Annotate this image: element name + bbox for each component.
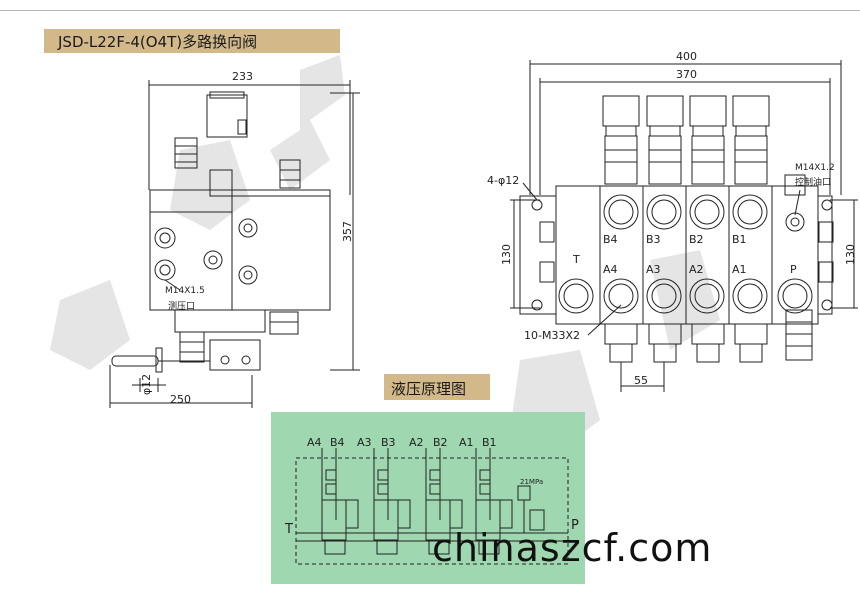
schem-label-b2: B2 bbox=[433, 436, 448, 449]
control-port-thread: M14X1.2 bbox=[795, 163, 835, 173]
gauge-port-thread: M14X1.5 bbox=[165, 286, 205, 296]
dim-left-height: 130 bbox=[500, 244, 513, 265]
watermark-text: chinaszcf.com bbox=[432, 526, 713, 570]
dim-inner-width: 370 bbox=[676, 68, 697, 81]
schem-label-a1: A1 bbox=[459, 436, 474, 449]
control-port-label: 控制油口 bbox=[795, 178, 832, 188]
port-label-b1: B1 bbox=[732, 233, 747, 246]
port-label-b3: B3 bbox=[646, 233, 661, 246]
diagram-title: JSD-L22F-4(O4T)多路换向阀 bbox=[58, 33, 258, 51]
side-view bbox=[109, 80, 360, 408]
schem-label-b1: B1 bbox=[482, 436, 497, 449]
schem-label-a3: A3 bbox=[357, 436, 372, 449]
dim-height: 357 bbox=[341, 221, 354, 242]
dim-section-pitch: 55 bbox=[634, 374, 648, 387]
port-label-a3: A3 bbox=[646, 263, 661, 276]
schematic-panel bbox=[271, 412, 585, 584]
hydraulic-schematic bbox=[295, 448, 569, 565]
dim-width-bottom: 250 bbox=[170, 393, 191, 406]
port-label-a4: A4 bbox=[603, 263, 618, 276]
schem-label-b4: B4 bbox=[330, 436, 345, 449]
title-tag bbox=[44, 29, 340, 53]
port-label-t: T bbox=[573, 253, 580, 266]
dim-handle-dia: φ12 bbox=[140, 373, 154, 396]
schematic-title-tag bbox=[384, 374, 490, 400]
port-label-a2: A2 bbox=[689, 263, 704, 276]
dim-width-top: 233 bbox=[232, 70, 253, 83]
port-label-b4: B4 bbox=[603, 233, 618, 246]
front-view bbox=[510, 60, 858, 392]
schem-pressure: 21MPa bbox=[520, 478, 544, 486]
schem-label-t: T bbox=[285, 522, 293, 537]
schem-label-a2: A2 bbox=[409, 436, 424, 449]
dim-total-width: 400 bbox=[676, 50, 697, 63]
schem-label-b3: B3 bbox=[381, 436, 396, 449]
schem-label-p: P bbox=[571, 518, 579, 533]
port-label-b2: B2 bbox=[689, 233, 704, 246]
schematic-title: 液压原理图 bbox=[391, 380, 467, 398]
schem-label-a4: A4 bbox=[307, 436, 322, 449]
top-divider bbox=[0, 10, 860, 11]
mounting-holes-label: 4-φ12 bbox=[487, 174, 520, 187]
ports-thread-label: 10-M33X2 bbox=[524, 329, 580, 342]
gauge-port-label: 测压口 bbox=[168, 302, 196, 312]
port-label-p: P bbox=[790, 263, 797, 276]
port-label-a1: A1 bbox=[732, 263, 747, 276]
dim-right-height: 130 bbox=[844, 244, 857, 265]
